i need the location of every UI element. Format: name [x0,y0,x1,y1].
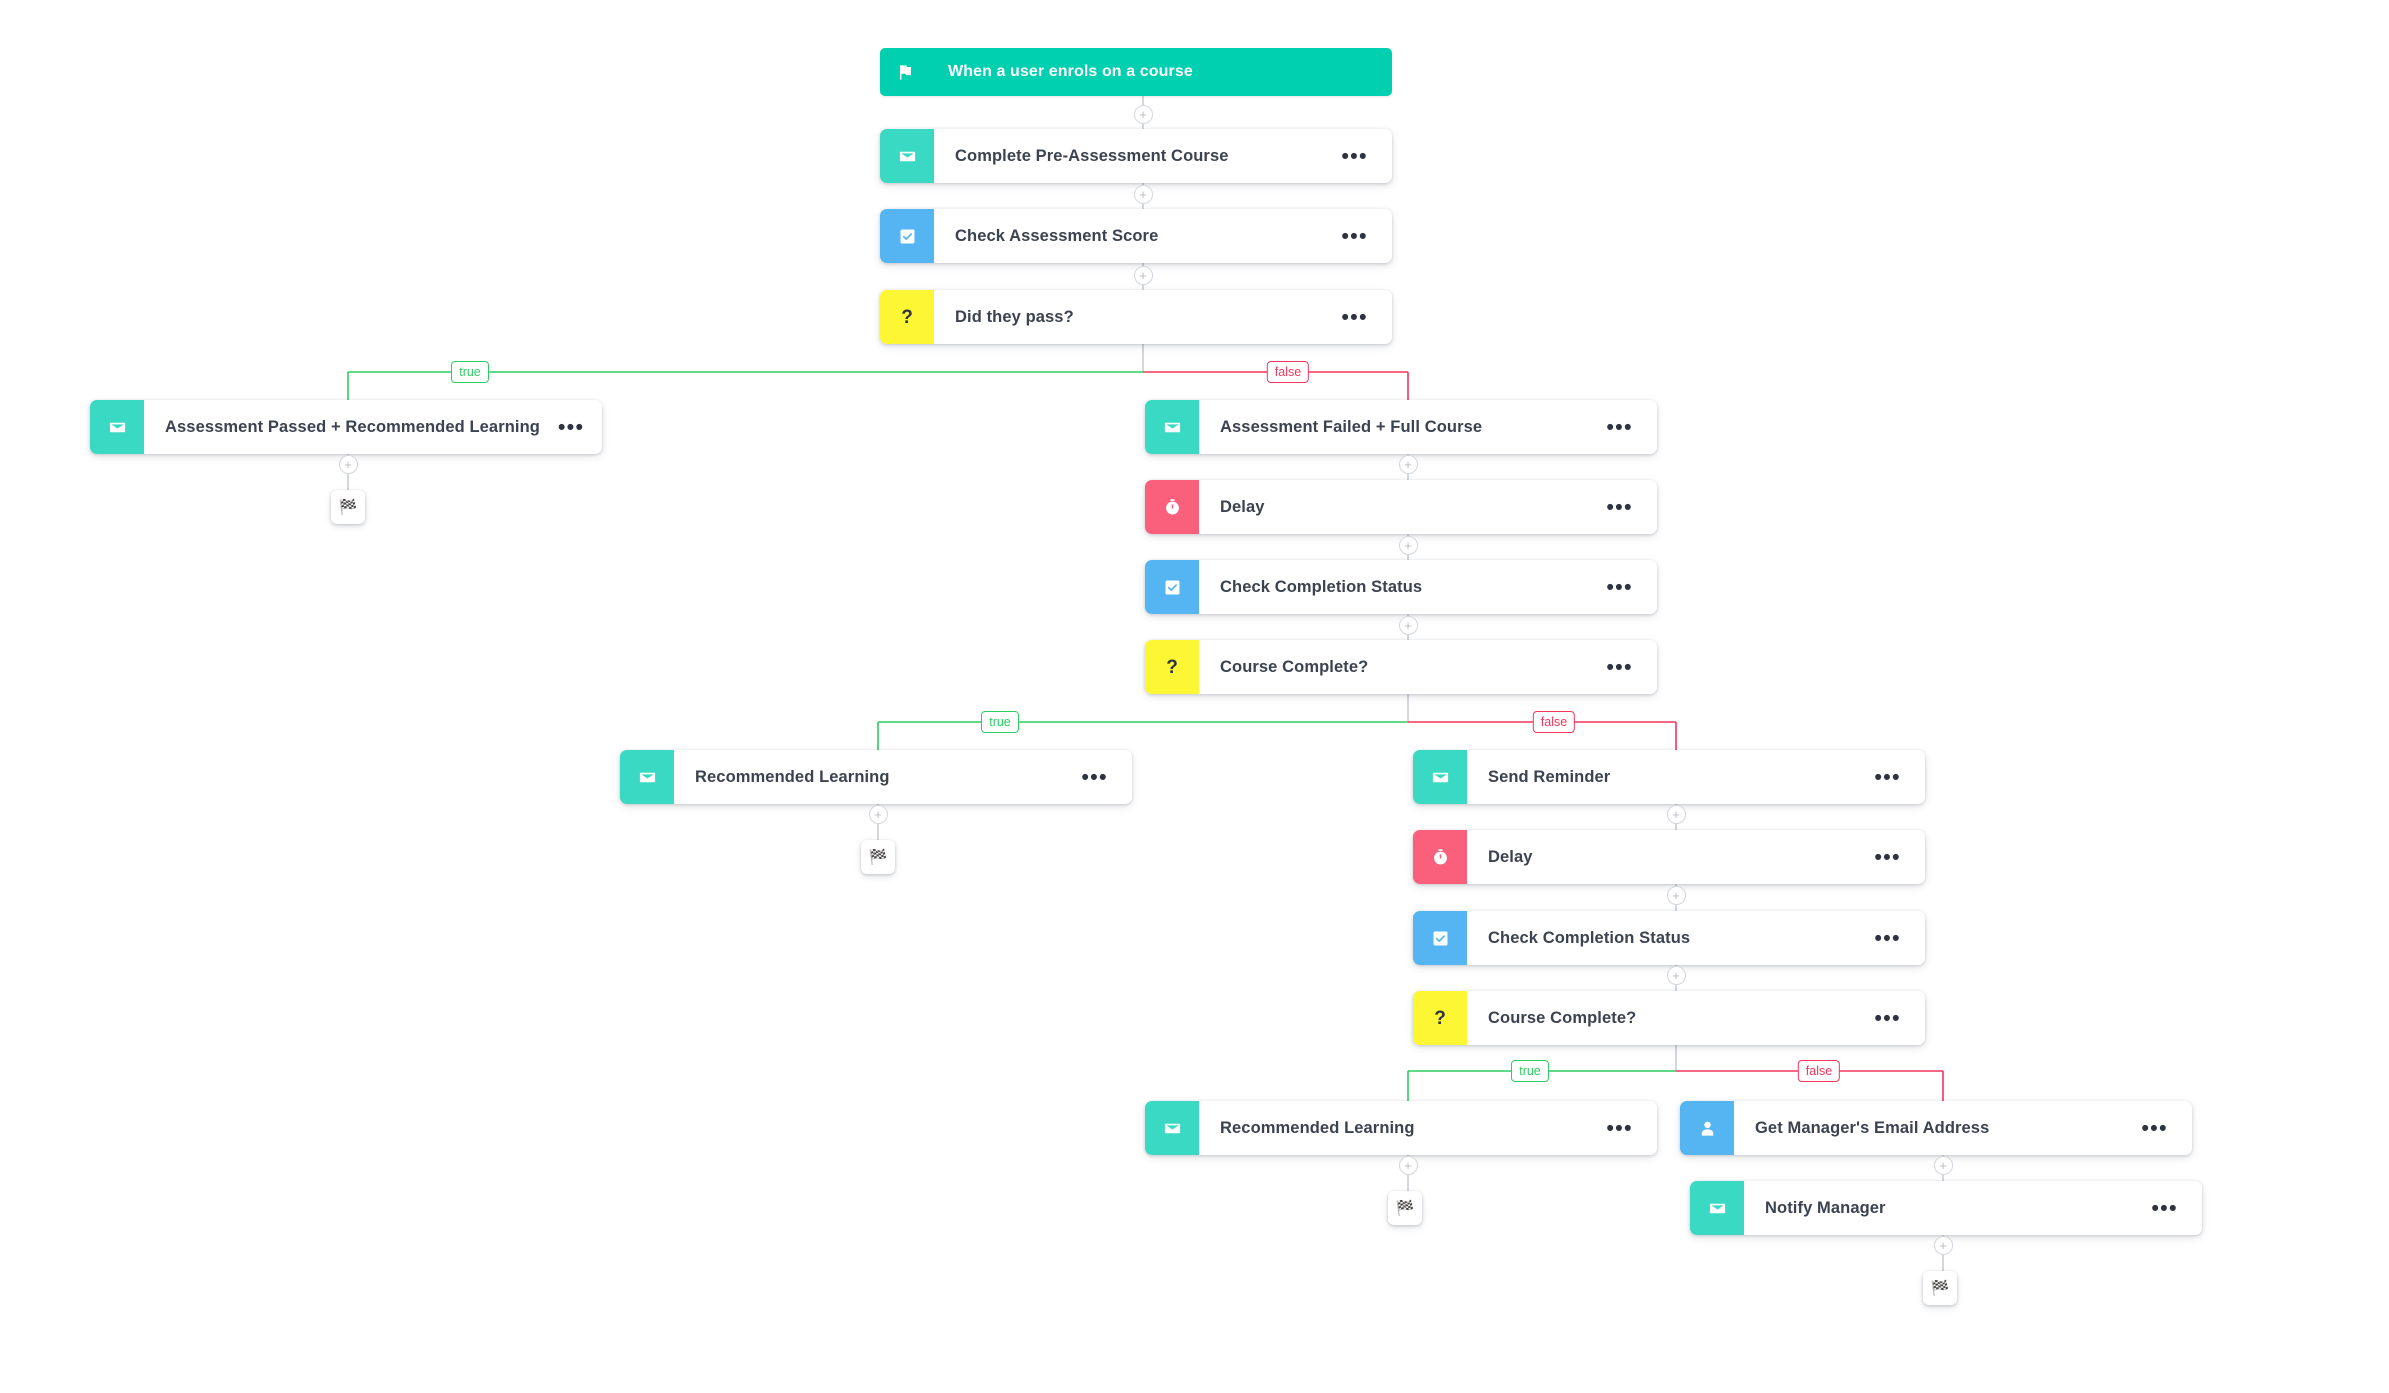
question-icon: ? [1413,991,1467,1045]
node-label: Check Completion Status [1488,928,1691,947]
workflow-node-n16[interactable]: Get Manager's Email Address ••• [1680,1101,2192,1155]
node-menu-button[interactable]: ••• [1341,224,1368,248]
add-step-plus-icon[interactable]: + [1933,1155,1953,1175]
branch-label-false: false [1797,1060,1841,1082]
node-label: Get Manager's Email Address [1755,1118,1990,1137]
node-label: Recommended Learning [695,767,890,786]
node-menu-button[interactable]: ••• [1606,415,1633,439]
node-label: Delay [1220,497,1265,516]
node-menu-button[interactable]: ••• [1874,765,1901,789]
node-menu-button[interactable]: ••• [1874,845,1901,869]
workflow-node-n11[interactable]: Send Reminder ••• [1413,750,1925,804]
workflow-node-n9[interactable]: ? Course Complete? ••• [1145,640,1657,694]
workflow-node-n2[interactable]: Complete Pre-Assessment Course ••• [880,129,1392,183]
node-menu-button[interactable]: ••• [1606,655,1633,679]
node-menu-button[interactable]: ••• [1341,305,1368,329]
add-step-plus-icon[interactable]: + [1133,104,1153,124]
workflow-end-flag-icon[interactable]: 🏁 [861,840,895,874]
add-step-plus-icon[interactable]: + [1398,454,1418,474]
add-step-plus-icon[interactable]: + [1398,535,1418,555]
envelope-icon [1413,750,1467,804]
node-label: Send Reminder [1488,767,1611,786]
add-step-plus-icon[interactable]: + [1666,885,1686,905]
add-step-plus-icon[interactable]: + [338,454,358,474]
add-step-plus-icon[interactable]: + [1666,804,1686,824]
node-label: Check Assessment Score [955,226,1159,245]
checkbox-icon [880,209,934,263]
branch-label-false: false [1266,361,1310,383]
workflow-node-n12[interactable]: Delay ••• [1413,830,1925,884]
envelope-icon [1690,1181,1744,1235]
stopwatch-icon [1413,830,1467,884]
node-label: Assessment Passed + Recommended Learning [165,417,540,436]
checkbox-icon [1413,911,1467,965]
node-menu-button[interactable]: ••• [1606,575,1633,599]
flag-icon [880,48,930,96]
node-menu-button[interactable]: ••• [1606,495,1633,519]
branch-label-true: true [981,711,1019,733]
node-menu-button[interactable]: ••• [557,415,585,439]
workflow-node-n3[interactable]: Check Assessment Score ••• [880,209,1392,263]
workflow-node-n1[interactable]: When a user enrols on a course [880,48,1392,96]
workflow-node-n17[interactable]: Notify Manager ••• [1690,1181,2202,1235]
node-menu-button[interactable]: ••• [1874,926,1901,950]
node-menu-button[interactable]: ••• [1606,1116,1633,1140]
node-label: Complete Pre-Assessment Course [955,146,1229,165]
envelope-icon [90,400,144,454]
node-label: When a user enrols on a course [948,63,1193,80]
add-step-plus-icon[interactable]: + [1133,265,1153,285]
add-step-plus-icon[interactable]: + [1398,615,1418,635]
add-step-plus-icon[interactable]: + [868,804,888,824]
node-menu-button[interactable]: ••• [2141,1116,2168,1140]
checkbox-icon [1145,560,1199,614]
node-label: Notify Manager [1765,1198,1886,1217]
node-menu-button[interactable]: ••• [1341,144,1368,168]
node-label: Course Complete? [1488,1008,1637,1027]
workflow-node-n5[interactable]: Assessment Passed + Recommended Learning… [90,400,602,454]
branch-label-true: true [1511,1060,1549,1082]
add-step-plus-icon[interactable]: + [1133,184,1153,204]
workflow-end-flag-icon[interactable]: 🏁 [331,490,365,524]
branch-label-true: true [451,361,489,383]
add-step-plus-icon[interactable]: + [1933,1235,1953,1255]
stopwatch-icon [1145,480,1199,534]
node-label: Recommended Learning [1220,1118,1415,1137]
question-icon: ? [1145,640,1199,694]
node-label: Course Complete? [1220,657,1369,676]
workflow-end-flag-icon[interactable]: 🏁 [1388,1191,1422,1225]
workflow-node-n13[interactable]: Check Completion Status ••• [1413,911,1925,965]
workflow-node-n10[interactable]: Recommended Learning ••• [620,750,1132,804]
question-icon: ? [880,290,934,344]
workflow-node-n15[interactable]: Recommended Learning ••• [1145,1101,1657,1155]
workflow-node-n6[interactable]: Assessment Failed + Full Course ••• [1145,400,1657,454]
envelope-icon [1145,400,1199,454]
person-icon [1680,1101,1734,1155]
node-menu-button[interactable]: ••• [1874,1006,1901,1030]
add-step-plus-icon[interactable]: + [1398,1155,1418,1175]
node-menu-button[interactable]: ••• [1081,765,1108,789]
envelope-icon [880,129,934,183]
add-step-plus-icon[interactable]: + [1666,965,1686,985]
workflow-end-flag-icon[interactable]: 🏁 [1923,1271,1957,1305]
workflow-node-n7[interactable]: Delay ••• [1145,480,1657,534]
envelope-icon [1145,1101,1199,1155]
node-label: Check Completion Status [1220,577,1423,596]
workflow-node-n4[interactable]: ? Did they pass? ••• [880,290,1392,344]
node-label: Delay [1488,847,1533,866]
node-menu-button[interactable]: ••• [2151,1196,2178,1220]
node-label: Assessment Failed + Full Course [1220,417,1483,436]
envelope-icon [620,750,674,804]
branch-label-false: false [1532,711,1576,733]
workflow-node-n14[interactable]: ? Course Complete? ••• [1413,991,1925,1045]
workflow-node-n8[interactable]: Check Completion Status ••• [1145,560,1657,614]
node-label: Did they pass? [955,307,1074,326]
